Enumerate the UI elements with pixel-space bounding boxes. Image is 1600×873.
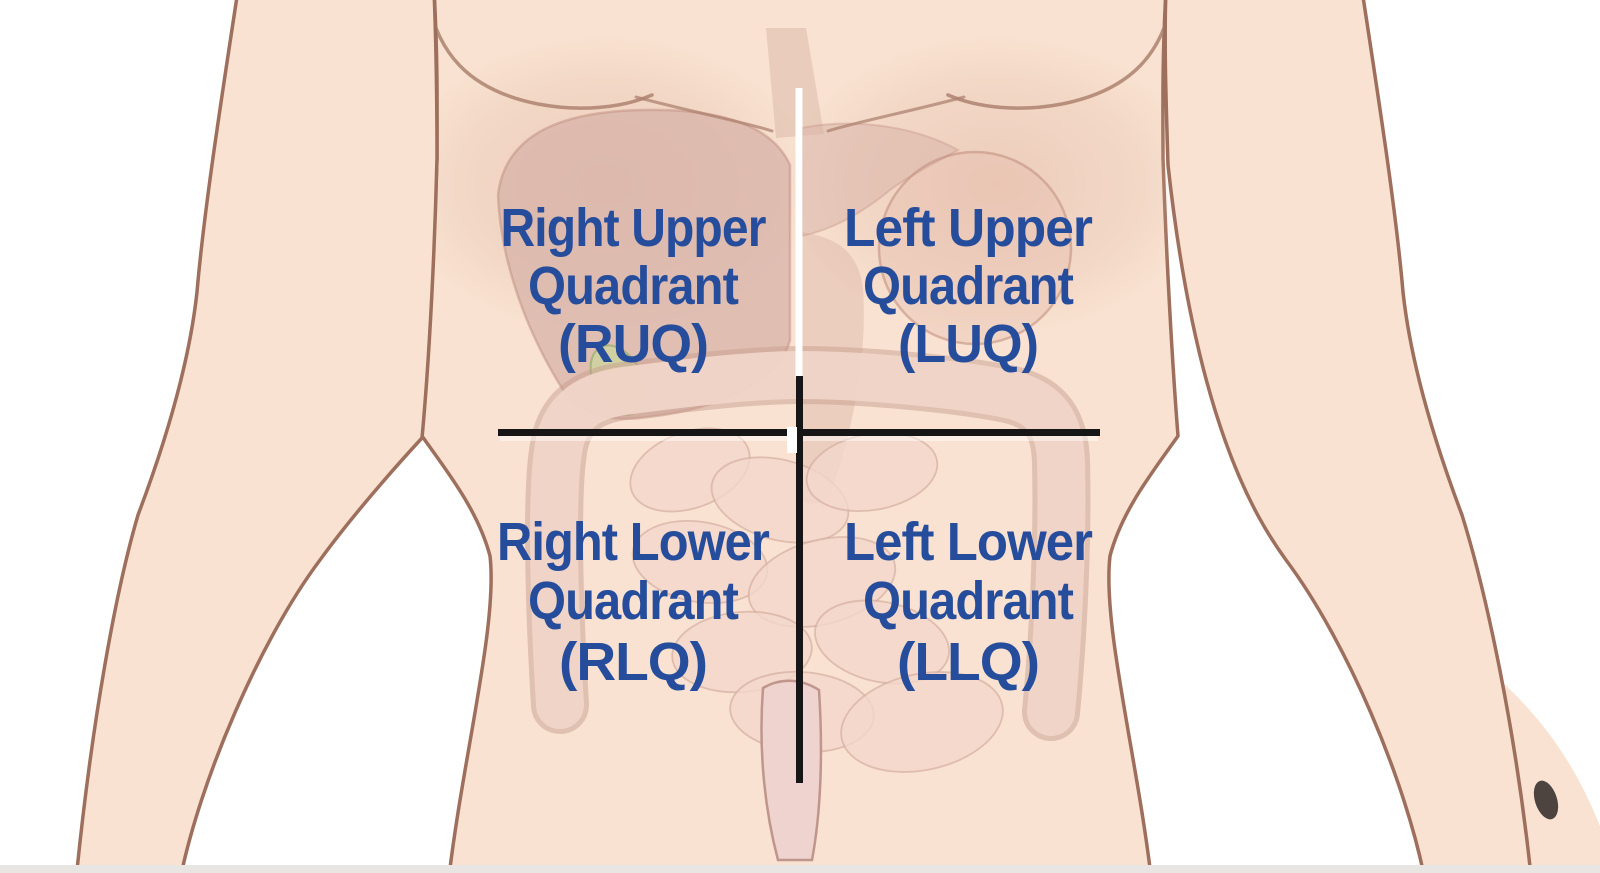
quadrant-label-ruq: Right Upper Quadrant (RUQ)	[501, 198, 768, 374]
quadrant-line-horizontal	[498, 429, 1100, 436]
right-arm-shape	[1163, 0, 1533, 873]
collarbone-line-left	[426, 0, 654, 110]
liver-left-lobe-shape	[801, 122, 961, 238]
quadrant-label-luq: Left Upper Quadrant (LUQ)	[844, 198, 1094, 374]
quadrant-label-rlq-line3: (RLQ)	[559, 632, 707, 692]
quadrant-line-vertical-black	[796, 376, 803, 783]
stomach-shape	[877, 150, 1073, 346]
chest-shading-right	[785, 35, 1205, 335]
quadrant-label-llq-line3: (LLQ)	[897, 632, 1039, 692]
sigmoid-rectum-shape	[760, 679, 823, 862]
trachea-shading	[766, 28, 824, 138]
quadrant-line-vertical-white	[795, 88, 803, 378]
quadrant-label-ruq-line3: (RUQ)	[558, 314, 708, 374]
quadrant-label-luq-line1: Left Upper	[844, 198, 1093, 258]
quadrant-label-llq: Left Lower Quadrant (LLQ)	[844, 512, 1094, 692]
left-arm-shape	[74, 0, 439, 873]
small-intestine-blob	[814, 599, 950, 685]
quadrant-label-rlq: Right Lower Quadrant (RLQ)	[497, 512, 771, 692]
quadrant-label-luq-line3: (LUQ)	[898, 314, 1038, 374]
quadrant-label-rlq-line1: Right Lower	[497, 512, 770, 572]
quadrant-label-llq-line2: Quadrant	[863, 571, 1074, 631]
small-intestine-group	[629, 427, 1004, 773]
collarbone-line-right	[946, 0, 1174, 110]
small-intestine-blob	[840, 671, 1004, 773]
quadrant-label-luq-line2: Quadrant	[863, 256, 1074, 316]
bottom-edge-strip	[0, 865, 1600, 873]
neckline-curve-left	[634, 95, 774, 133]
quadrant-label-ruq-line2: Quadrant	[528, 256, 739, 316]
neckline-curve-right	[826, 95, 966, 133]
dark-marker-ellipse	[1533, 780, 1559, 820]
quadrant-label-ruq-line1: Right Upper	[501, 198, 767, 258]
line-junction-highlight	[787, 427, 797, 453]
quadrant-label-llq-line1: Left Lower	[844, 512, 1093, 572]
quadrant-label-rlq-line2: Quadrant	[528, 571, 739, 631]
